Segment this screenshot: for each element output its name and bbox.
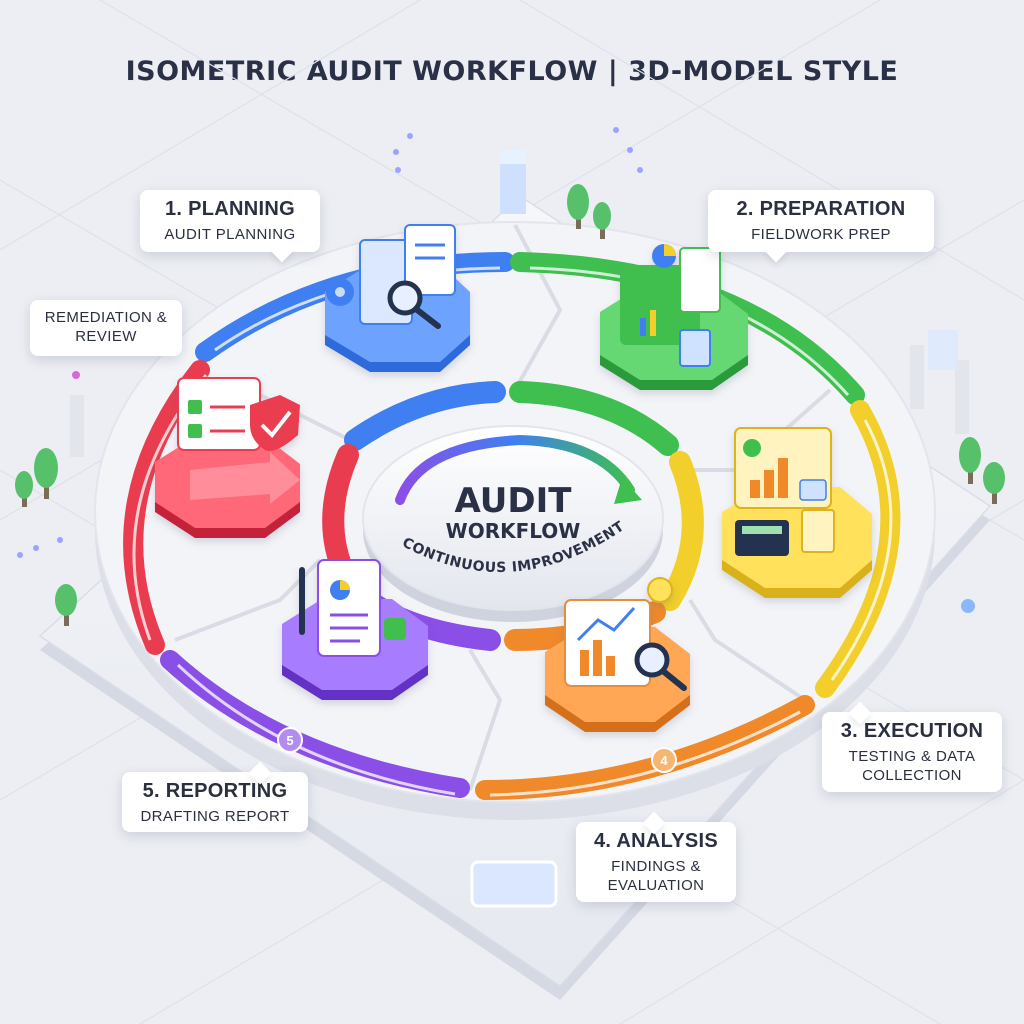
ring-segment-analysis (475, 695, 815, 800)
callout-execution: 3. EXECUTION TESTING & DATA COLLECTION (822, 712, 1002, 792)
stage-preparation-title: 2. PREPARATION (736, 198, 906, 220)
callout-analysis: 4. ANALYSIS FINDINGS & EVALUATION (576, 822, 736, 902)
ring-marker-analysis: 4 (651, 747, 677, 773)
arrow-forward-icon (190, 452, 300, 504)
pedestal-remediation (155, 377, 300, 538)
clipboard-icon (404, 224, 456, 296)
stage-execution-title: 3. EXECUTION (840, 720, 984, 742)
check-badge-icon (384, 618, 406, 640)
callout-preparation: 2. PREPARATION FIELDWORK PREP (708, 190, 934, 252)
stage-reporting-title: 5. REPORTING (142, 780, 288, 802)
pedestal-execution (722, 427, 872, 598)
pedestal-preparation (600, 244, 748, 390)
stage-planning-subtitle: AUDIT PLANNING (164, 226, 296, 243)
stage-analysis-subtitle: FINDINGS & EVALUATION (607, 858, 705, 894)
inner-segment-execution (659, 451, 704, 611)
page-title: ISOMETRIC AUDIT WORKFLOW | 3D-MODEL STYL… (125, 56, 899, 87)
stage-planning-title: 1. PLANNING (165, 198, 295, 220)
decorative-props (17, 127, 975, 908)
stage-analysis-title: 4. ANALYSIS (593, 830, 719, 852)
callout-reporting: 5. REPORTING DRAFTING REPORT (122, 772, 308, 832)
center-hub: AUDIT WORKFLOW CONTINUOUS IMPROVEMENT (362, 425, 664, 622)
ring-number-4: 4 (660, 753, 668, 768)
callout-remediation: REMEDIATION & REVIEW (30, 300, 182, 356)
tree-decorations (15, 184, 1005, 626)
ring-marker-reporting: 5 (277, 727, 303, 753)
inner-segment-preparation (509, 381, 679, 456)
ring-segment-remediation (123, 360, 210, 655)
stage-execution-subtitle: TESTING & DATA COLLECTION (848, 748, 976, 784)
pedestal-planning (325, 224, 470, 372)
lightbulb-icon (647, 577, 673, 603)
calculator-icon (735, 520, 789, 556)
inner-segment-planning (344, 381, 506, 451)
ring-number-5: 5 (286, 733, 293, 748)
shield-icon (250, 395, 300, 451)
stage-reporting-subtitle: DRAFTING REPORT (140, 808, 290, 825)
checklist-icon (679, 247, 721, 313)
callout-planning: 1. PLANNING AUDIT PLANNING (140, 190, 320, 252)
pedestal-reporting (282, 559, 428, 700)
stage-remediation-subtitle: REMEDIATION & REVIEW (44, 309, 168, 345)
magnifier-icon-analysis (634, 642, 670, 678)
center-title-line1: AUDIT (455, 481, 573, 521)
pedestal-analysis (545, 577, 690, 732)
magnifier-icon (387, 280, 423, 316)
center-title-line2: WORKFLOW (446, 519, 581, 543)
stage-preparation-subtitle: FIELDWORK PREP (751, 226, 891, 243)
